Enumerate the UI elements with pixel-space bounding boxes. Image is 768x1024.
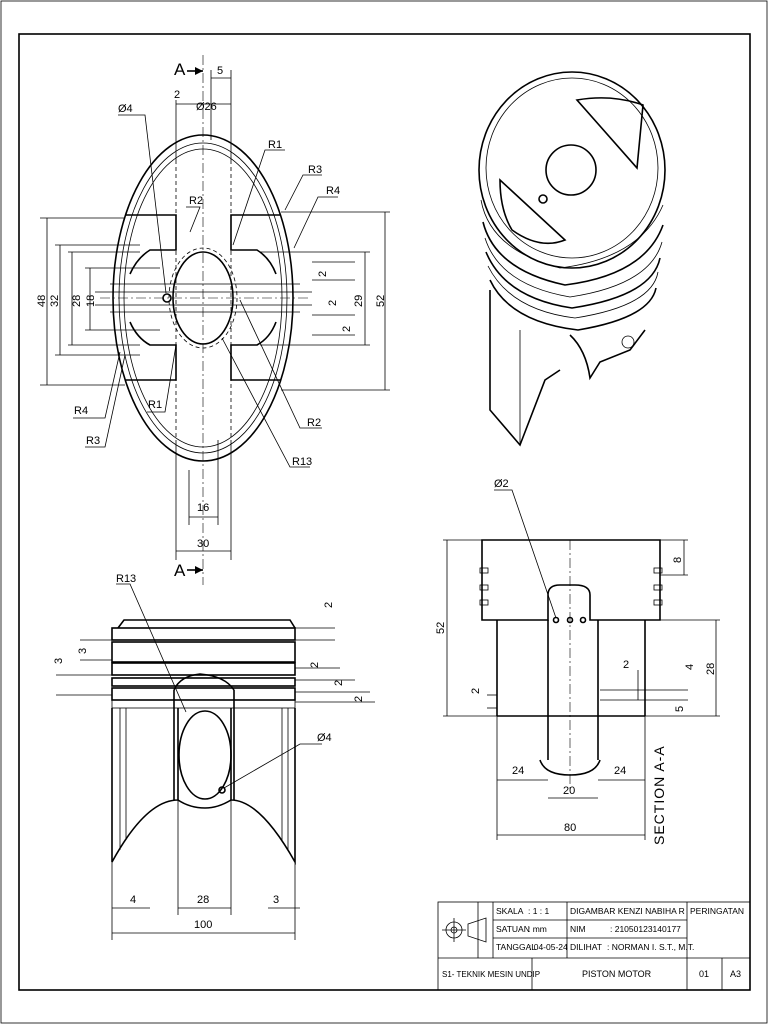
front-dim-dia4: Ø4 [317, 732, 332, 744]
front-dim-r13: R13 [116, 573, 136, 585]
front-dim-3a: 3 [77, 648, 89, 654]
section-dim-28: 28 [705, 663, 717, 675]
projection-symbol-icon [442, 917, 487, 943]
sheet-number: 01 [699, 969, 709, 979]
dim-r2-top: R2 [189, 195, 203, 207]
dim-right-2c: 2 [341, 326, 353, 332]
section-label: SECTION A-A [651, 745, 667, 845]
front-dim-2-top: 2 [323, 602, 335, 608]
section-dim-52: 52 [435, 622, 447, 634]
dim-right-2b: 2 [327, 300, 339, 306]
drawing-title: PISTON MOTOR [582, 969, 652, 979]
front-dim-28: 28 [197, 894, 209, 906]
dim-r3-top: R3 [308, 164, 322, 176]
front-dim-3: 3 [273, 894, 279, 906]
section-dim-8: 8 [672, 557, 684, 563]
drawing-border [18, 33, 751, 991]
dim-r4-top: R4 [326, 185, 340, 197]
top-view: A A [36, 55, 390, 585]
nim-label: NIM [570, 924, 586, 934]
tanggal-label: TANGGAL [496, 942, 536, 952]
dim-r3-bottom: R3 [86, 435, 100, 447]
dim-width-30: 30 [197, 538, 209, 550]
section-dim-24-right: 24 [614, 765, 626, 777]
section-dim-80: 80 [564, 822, 576, 834]
dim-right-2a: 2 [317, 271, 329, 277]
section-dim-dia2: Ø2 [494, 478, 509, 490]
front-dim-3b: 3 [53, 658, 65, 664]
dim-height-18: 18 [85, 295, 97, 307]
section-dim-20: 20 [563, 785, 575, 797]
institution-label: S1- TEKNIK MESIN UNDIP [442, 970, 540, 979]
dim-height-32: 32 [49, 295, 61, 307]
dim-r13: R13 [292, 456, 312, 468]
paper-size: A3 [730, 969, 741, 979]
front-dim-2-m2: 2 [333, 680, 345, 686]
digambar-label: DIGAMBAR [570, 906, 615, 916]
dim-top-2: 2 [174, 89, 180, 101]
dilihat-label: DILIHAT [570, 942, 602, 952]
dim-top-dia4: Ø4 [118, 103, 133, 115]
dim-top-dia26: Ø26 [196, 101, 217, 113]
digambar-value: : KENZI NABIHA R [613, 906, 685, 916]
dim-width-16: 16 [197, 502, 209, 514]
skala-label: SKALA [496, 906, 524, 916]
dim-r1-top: R1 [268, 139, 282, 151]
section-marker-bottom: A [174, 561, 186, 580]
front-dim-100: 100 [194, 919, 212, 931]
peringatan-label: PERINGATAN [690, 906, 744, 916]
isometric-view [478, 71, 666, 447]
satuan-label: SATUAN [496, 924, 530, 934]
dilihat-value: : NORMAN I. S.T., M.T. [607, 942, 694, 952]
dim-height-48: 48 [36, 295, 48, 307]
front-dim-2-mid: 2 [309, 662, 321, 668]
section-dim-24-left: 24 [512, 765, 524, 777]
section-dim-5: 5 [674, 706, 686, 712]
nim-value: : 21050123140177 [610, 924, 681, 934]
dim-r1-bottom: R1 [148, 399, 162, 411]
dim-top-5: 5 [217, 65, 223, 77]
dim-height-28: 28 [71, 295, 83, 307]
section-view: Ø2 8 52 28 2 4 2 5 24 24 20 80 SECTION A… [435, 478, 720, 845]
section-dim-4: 4 [684, 664, 696, 670]
tanggal-value: : 04-05-24 [529, 942, 568, 952]
dim-r2-bottom: R2 [307, 417, 321, 429]
section-dim-2b: 2 [470, 688, 482, 694]
dim-r4-bottom: R4 [74, 405, 88, 417]
section-dim-2a: 2 [623, 659, 629, 671]
dim-height-29: 29 [353, 295, 365, 307]
skala-value: : 1 : 1 [528, 906, 550, 916]
title-block: SKALA : 1 : 1 SATUAN : mm TANGGAL : 04-0… [437, 901, 751, 991]
front-view: R13 2 3 3 2 2 2 Ø4 4 28 3 100 [53, 573, 375, 940]
front-dim-4: 4 [130, 894, 136, 906]
section-marker-top: A [174, 60, 186, 79]
front-dim-2-right: 2 [353, 696, 365, 702]
dim-height-52: 52 [375, 295, 387, 307]
satuan-value: : mm [528, 924, 547, 934]
